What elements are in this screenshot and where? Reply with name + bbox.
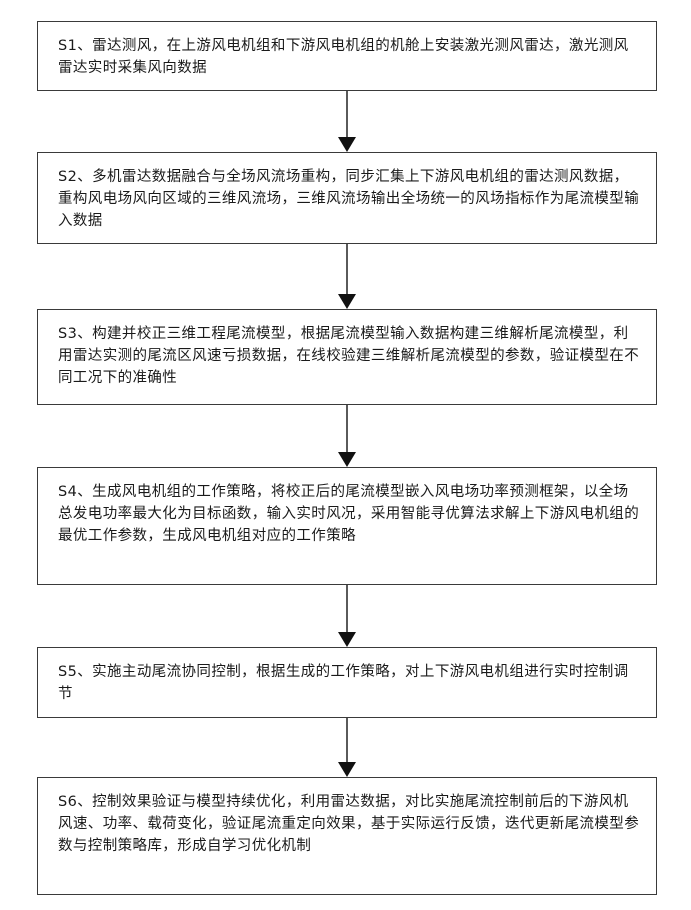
arrow-s3-s4 [335, 405, 359, 467]
step-s3-text: S3、构建并校正三维工程尾流模型，根据尾流模型输入数据构建三维解析尾流模型，利用… [58, 326, 639, 386]
arrow-s5-s6 [335, 718, 359, 777]
step-s5-box: S5、实施主动尾流协同控制，根据生成的工作策略，对上下游风电机组进行实时控制调节 [37, 647, 657, 718]
step-s1-box: S1、雷达测风，在上游风电机组和下游风电机组的机舱上安装激光测风雷达，激光测风雷… [37, 21, 657, 91]
step-s4-text: S4、生成风电机组的工作策略，将校正后的尾流模型嵌入风电场功率预测框架，以全场总… [58, 484, 639, 544]
step-s3-box: S3、构建并校正三维工程尾流模型，根据尾流模型输入数据构建三维解析尾流模型，利用… [37, 309, 657, 405]
step-s6-box: S6、控制效果验证与模型持续优化，利用雷达数据，对比实施尾流控制前后的下游风机风… [37, 777, 657, 895]
arrow-s1-s2 [335, 91, 359, 152]
step-s5-text: S5、实施主动尾流协同控制，根据生成的工作策略，对上下游风电机组进行实时控制调节 [58, 664, 629, 702]
step-s2-box: S2、多机雷达数据融合与全场风流场重构，同步汇集上下游风电机组的雷达测风数据，重… [37, 152, 657, 244]
arrow-s2-s3 [335, 244, 359, 309]
step-s4-box: S4、生成风电机组的工作策略，将校正后的尾流模型嵌入风电场功率预测框架，以全场总… [37, 467, 657, 585]
arrow-s4-s5 [335, 585, 359, 647]
step-s1-text: S1、雷达测风，在上游风电机组和下游风电机组的机舱上安装激光测风雷达，激光测风雷… [58, 38, 629, 76]
step-s2-text: S2、多机雷达数据融合与全场风流场重构，同步汇集上下游风电机组的雷达测风数据，重… [58, 169, 639, 229]
step-s6-text: S6、控制效果验证与模型持续优化，利用雷达数据，对比实施尾流控制前后的下游风机风… [58, 794, 639, 854]
